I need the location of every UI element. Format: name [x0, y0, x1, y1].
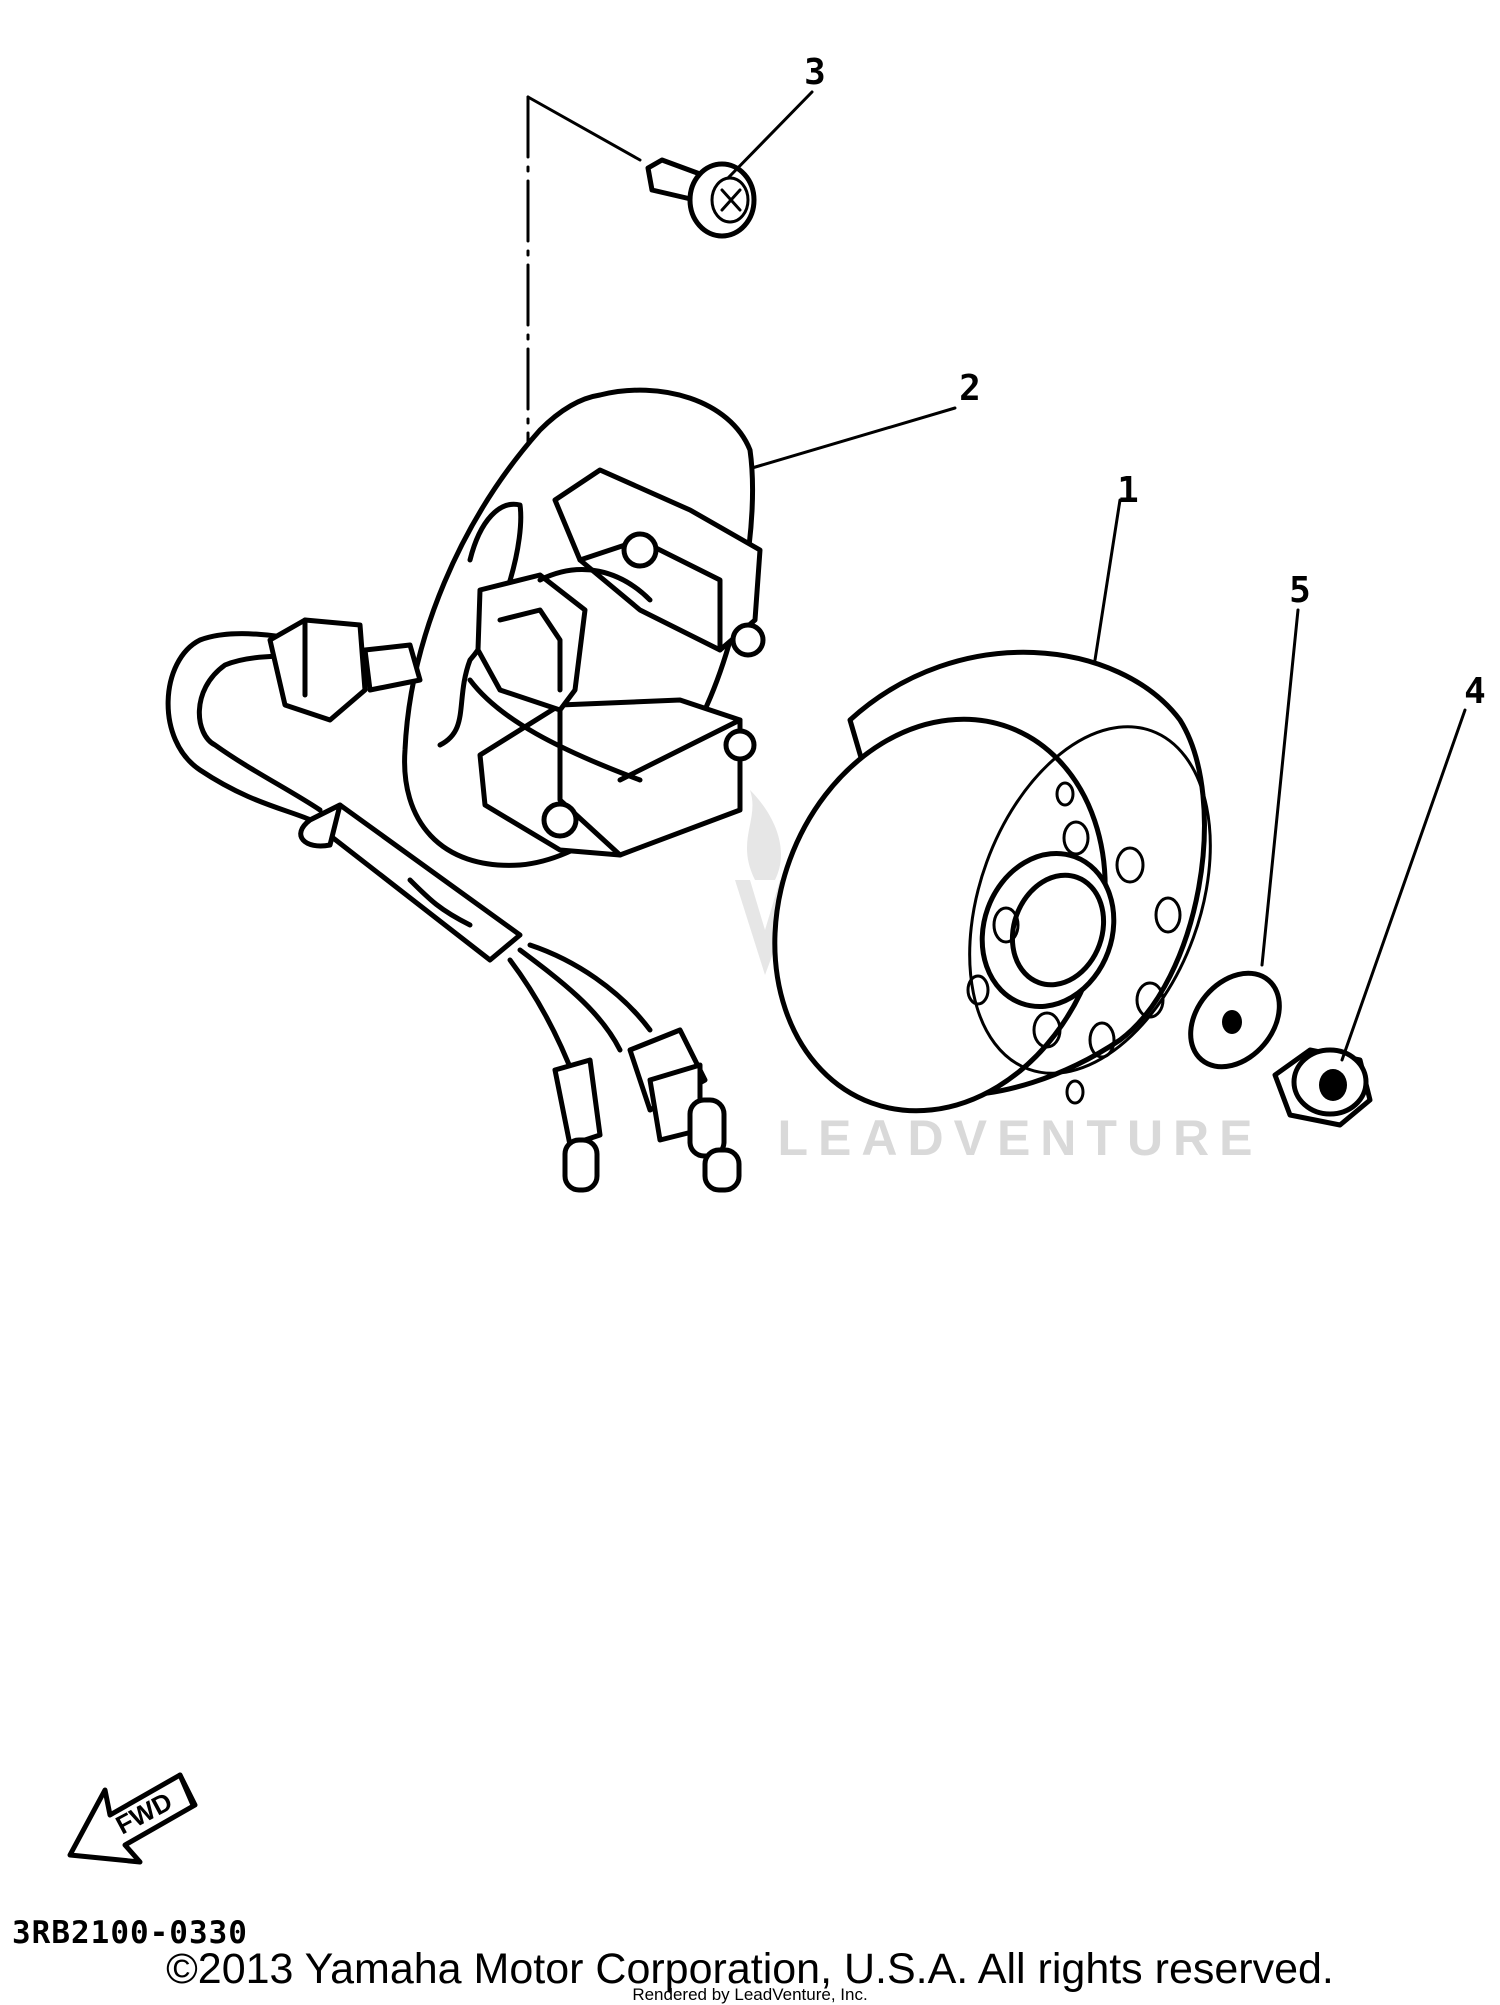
- callout-3: 3: [804, 52, 826, 93]
- leadventure-watermark: LEADVENTURE: [735, 790, 1262, 1166]
- callout-leaders: [726, 90, 1467, 1062]
- fwd-arrow: FWD: [67, 1772, 198, 1865]
- callout-4: 4: [1464, 671, 1486, 712]
- callout-1: 1: [1117, 470, 1139, 511]
- screw-leader-line: [526, 95, 642, 582]
- watermark-text: LEADVENTURE: [777, 1110, 1262, 1166]
- rendered-by-notice: Rendered by LeadVenture, Inc.: [632, 1985, 868, 2004]
- part-5-washer: [1188, 970, 1282, 1070]
- copyright-notice: ©2013 Yamaha Motor Corporation, U.S.A. A…: [166, 1945, 1334, 1993]
- part-2-stator: [402, 387, 766, 868]
- part-3-screw: [645, 157, 757, 239]
- part-1-flywheel-rotor: [772, 649, 1212, 1114]
- part-4-nut: [1272, 1047, 1373, 1128]
- diagram-code: 3RB2100-0330: [12, 1915, 248, 1951]
- wiring-harness: [165, 617, 742, 1193]
- callout-2: 2: [959, 368, 981, 409]
- callout-5: 5: [1289, 570, 1311, 611]
